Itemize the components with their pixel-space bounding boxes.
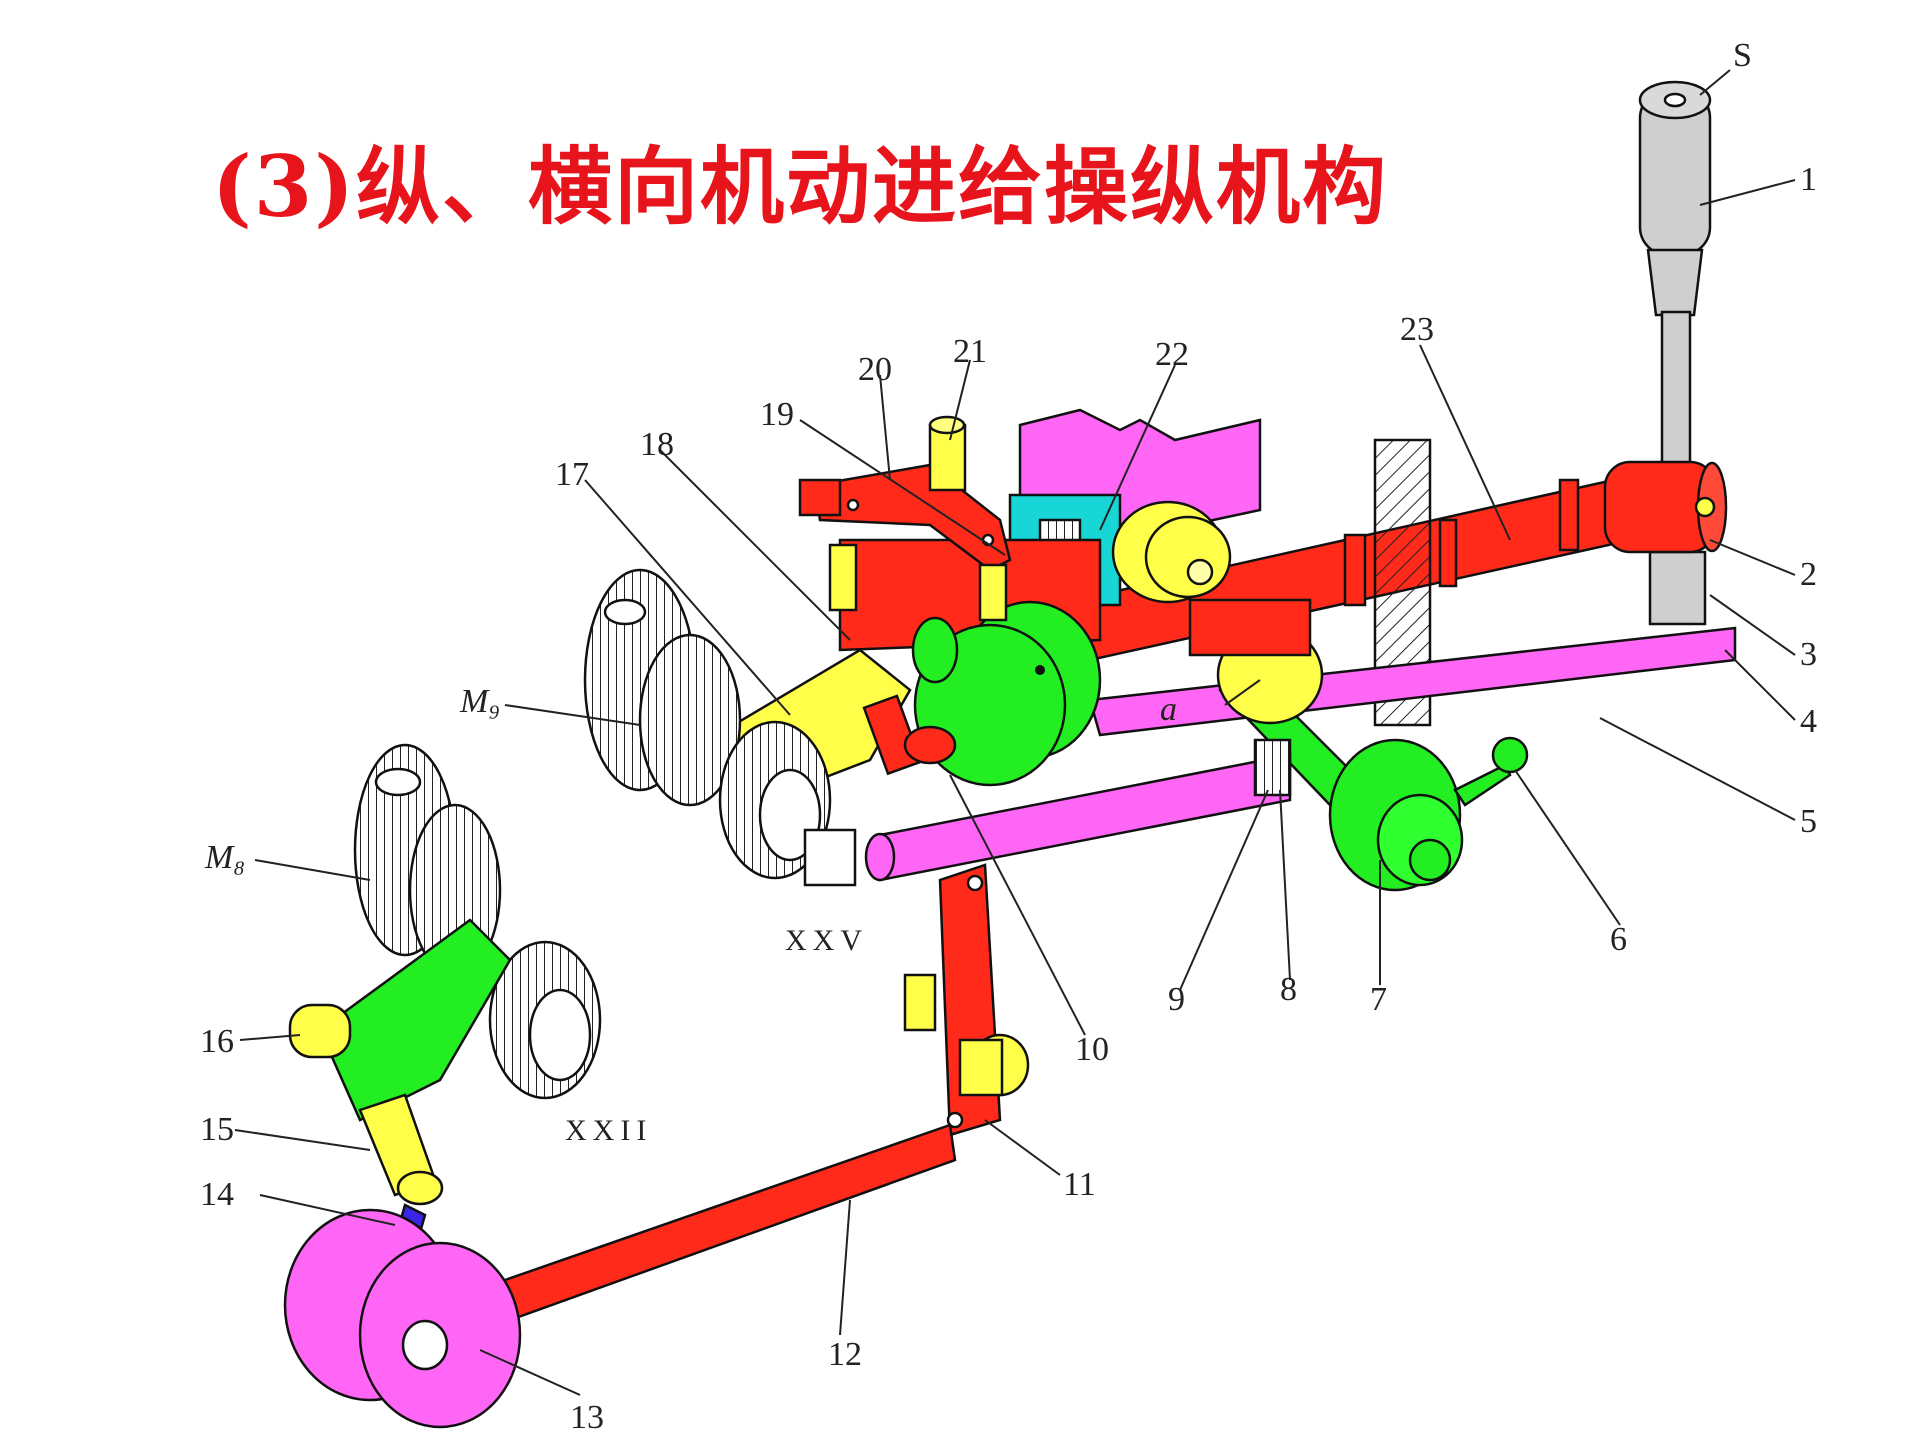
arm-20 [798, 415, 1012, 622]
label-10: 10 [1075, 1031, 1109, 1068]
label-m8: M₈ [204, 839, 245, 876]
label-14: 14 [200, 1176, 234, 1213]
clutch-wheel [838, 538, 1102, 787]
rod-10 [878, 753, 1292, 882]
label-23: 23 [1400, 311, 1434, 348]
label-8: 8 [1280, 971, 1297, 1008]
label-xxii: XXII [565, 1114, 652, 1147]
block-a [1188, 598, 1312, 657]
leader-lines [234, 69, 1796, 1396]
label-21: 21 [953, 333, 987, 370]
label-9: 9 [1168, 981, 1185, 1018]
gear-8 [1253, 738, 1292, 797]
gear-cluster-m9 [583, 568, 857, 887]
label-13: 13 [570, 1399, 604, 1436]
label-s: S [1733, 37, 1752, 74]
label-xxv: XXV [785, 924, 868, 957]
page-title: (3)纵、横向机动进给操纵机构 [212, 137, 1388, 236]
label-m9: M₉ [459, 683, 500, 720]
label-a: a [1160, 691, 1177, 728]
cam-13 [283, 1208, 522, 1429]
label-4: 4 [1800, 703, 1817, 740]
label-16: 16 [200, 1023, 234, 1060]
lever-11 [903, 863, 1030, 1137]
control-lever-6 [1218, 658, 1529, 892]
label-5: 5 [1800, 803, 1817, 840]
label-7: 7 [1370, 981, 1387, 1018]
label-22: 22 [1155, 336, 1189, 373]
fork-16 [288, 918, 512, 1206]
label-20: 20 [858, 351, 892, 388]
label-3: 3 [1800, 636, 1817, 673]
label-6: 6 [1610, 921, 1627, 958]
yellow-wheel [1111, 500, 1232, 604]
label-12: 12 [828, 1336, 862, 1373]
label-2: 2 [1800, 556, 1817, 593]
label-19: 19 [760, 396, 794, 433]
label-15: 15 [200, 1111, 234, 1148]
link-12 [503, 1123, 957, 1322]
label-17: 17 [555, 456, 589, 493]
label-18: 18 [640, 426, 674, 463]
label-1: 1 [1800, 161, 1817, 198]
label-11: 11 [1063, 1166, 1096, 1203]
